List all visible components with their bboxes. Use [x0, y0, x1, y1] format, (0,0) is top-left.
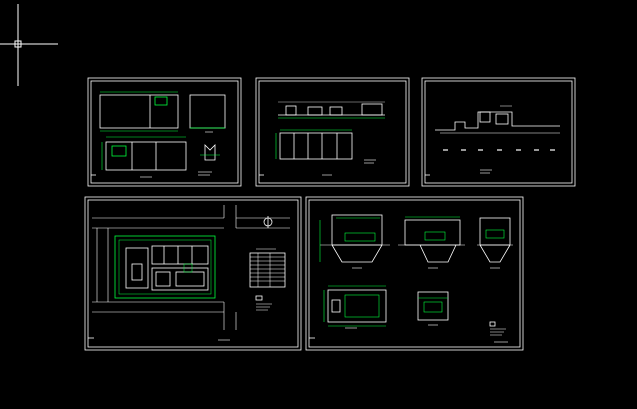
drawing-sheet-5[interactable] — [305, 196, 524, 351]
drawing-sheet-4[interactable] — [84, 196, 302, 351]
drawing-sheet-2[interactable] — [255, 77, 410, 187]
crosshair-cursor-icon — [0, 4, 58, 86]
drawing-sheet-3[interactable] — [421, 77, 576, 187]
drawing-sheet-1[interactable] — [87, 77, 242, 187]
